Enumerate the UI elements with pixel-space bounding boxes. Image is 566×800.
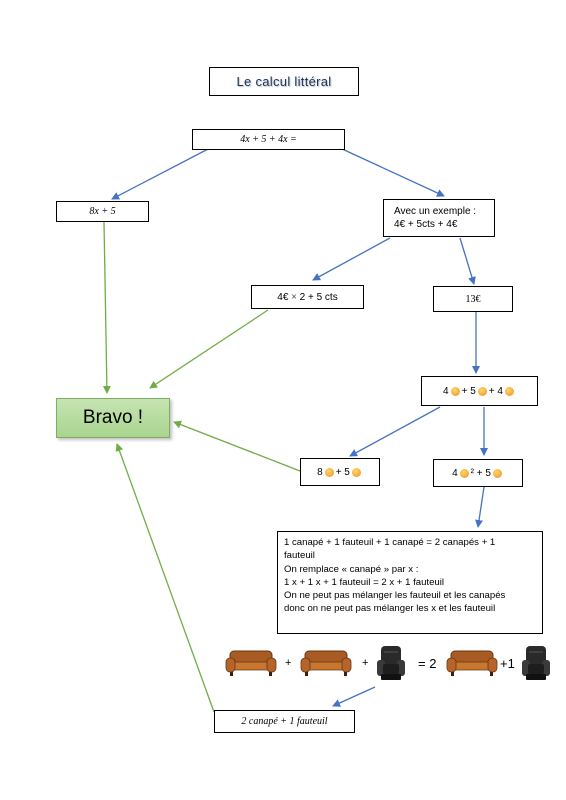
example-box: Avec un exemple : 4€ + 5cts + 4€ [383, 199, 495, 237]
emoji-right-b: + 5 [335, 466, 350, 478]
euro-product-box: 4€ × 2 + 5 cts [251, 285, 364, 309]
plus-sign: + [285, 657, 292, 669]
euro-product-post: 2 + 5 cts [299, 291, 338, 303]
arrow-simplified-to-bravo [102, 221, 111, 394]
emoji-wrong-c: + 5 [476, 467, 491, 479]
emoji-wrong-b: ² [470, 467, 474, 479]
expression-text: 4x + 5 + 4x = [240, 134, 297, 145]
simplified-text: 8x + 5 [89, 206, 116, 217]
smiley-icon [450, 386, 460, 396]
explanation-line: 1 canapé + 1 fauteuil + 1 canapé = 2 can… [284, 537, 496, 548]
plus-sign: + [362, 657, 369, 669]
explanation-line: On remplace « canapé » par x : [284, 563, 419, 575]
explanation-line: 1 x + 1 x + 1 fauteuil = 2 x + 1 fauteui… [284, 576, 445, 588]
sofa-icon [225, 650, 277, 676]
smiley-icon [459, 468, 469, 478]
explanation-line: donc on ne peut pas mélanger les x et le… [284, 603, 496, 615]
euro-total-text: 13€ [465, 293, 481, 305]
page-title: Le calcul littéral [209, 67, 359, 96]
simplified-box: 8x + 5 [56, 201, 149, 222]
emoji-sum-a: 4 [443, 385, 449, 397]
smiley-icon [504, 386, 514, 396]
emoji-right-box: 8 + 5 [300, 458, 380, 486]
armchair-icon [377, 646, 405, 680]
emoji-wrong-box: 4 ² + 5 [433, 459, 523, 487]
sofa-icon [446, 650, 498, 676]
equals-sign: = 2 [418, 656, 437, 671]
explanation-box: 1 canapé + 1 fauteuil + 1 canapé = 2 can… [277, 531, 543, 634]
result-box: 2 canapé + 1 fauteuil [214, 710, 355, 733]
emoji-right-a: 8 [317, 466, 323, 478]
emoji-wrong-a: 4 [452, 467, 458, 479]
arrow-example-to-total [459, 237, 476, 285]
smiley-icon [351, 467, 361, 477]
arrow-example-to-product [312, 237, 391, 281]
page-title-text: Le calcul littéral [236, 74, 332, 89]
arrow-right-to-bravo [173, 420, 301, 472]
arrow-emoji-sum-to-right [349, 406, 441, 457]
arrow-expr-to-simplified [111, 147, 211, 200]
arrow-result-to-bravo [115, 443, 215, 713]
euro-product-pre: 4€ [277, 291, 289, 303]
arrow-product-to-bravo [149, 309, 269, 389]
arrow-wrong-to-explain [475, 486, 485, 528]
bravo-box: Bravo ! [56, 398, 170, 438]
arrow-expr-to-example [339, 147, 445, 197]
smiley-icon [477, 386, 487, 396]
times-sign: × [291, 291, 297, 303]
sofa-icon [300, 650, 352, 676]
result-text: 2 canapé + 1 fauteuil [241, 716, 328, 727]
smiley-icon [324, 467, 334, 477]
example-intro-text: Avec un exemple : [394, 206, 477, 217]
bravo-text: Bravo ! [82, 407, 144, 428]
arrow-picture-to-result [332, 686, 376, 707]
smiley-icon [492, 468, 502, 478]
plus-one-label: +1 [500, 656, 515, 671]
emoji-sum-b: + 5 [461, 385, 476, 397]
euro-total-box: 13€ [433, 286, 513, 312]
explanation-line: On ne peut pas mélanger les fauteuil et … [284, 590, 506, 602]
expression-box: 4x + 5 + 4x = [192, 129, 345, 150]
armchair-icon [522, 646, 550, 680]
emoji-sum-box: 4 + 5 + 4 [421, 376, 538, 406]
example-expr-text: 4€ + 5cts + 4€ [394, 219, 458, 230]
emoji-sum-c: + 4 [488, 385, 503, 397]
explanation-line: fauteuil [284, 550, 315, 562]
